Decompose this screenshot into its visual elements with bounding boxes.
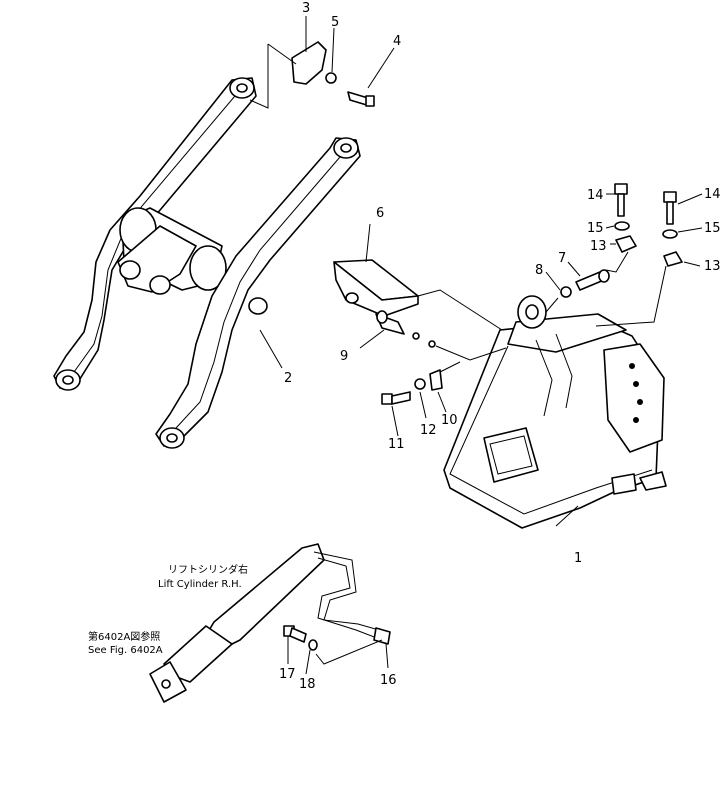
clip-bolt-group-right <box>595 183 683 327</box>
callout-12: 12 <box>420 423 437 438</box>
callout-14-right: 14 <box>704 187 721 202</box>
callout-14-left: 14 <box>587 188 604 203</box>
callout-15-right: 15 <box>704 221 721 236</box>
captions: リフトシリンダ右 Lift Cylinder R.H. 第6402A図参照 Se… <box>88 563 248 656</box>
clip-bolt-group-left <box>381 361 461 405</box>
caption-lift-cylinder-jp: リフトシリンダ右 <box>168 563 248 576</box>
callout-15-left: 15 <box>587 221 604 236</box>
lift-arm-assembly <box>53 77 361 449</box>
caption-see-fig-en: See Fig. 6402A <box>88 645 163 656</box>
callout-4: 4 <box>393 34 401 49</box>
caption-lift-cylinder-en: Lift Cylinder R.H. <box>158 579 242 590</box>
callout-11: 11 <box>388 437 405 452</box>
callout-13-upper: 13 <box>590 239 607 254</box>
loader-frame <box>443 295 667 529</box>
pin-retainer-group <box>249 41 375 109</box>
callout-1: 1 <box>574 551 582 566</box>
pin-group <box>545 269 610 313</box>
lift-cylinder-rh <box>149 543 391 703</box>
callout-8: 8 <box>535 263 543 278</box>
callout-5: 5 <box>331 15 339 30</box>
callout-13-lower: 13 <box>704 259 721 274</box>
callout-6: 6 <box>376 206 384 221</box>
hose-bracket-group <box>333 259 507 361</box>
callout-3: 3 <box>302 1 310 16</box>
callout-numbers: 1 2 3 4 5 6 7 8 9 10 11 12 13 13 14 14 1… <box>279 1 721 692</box>
callout-9: 9 <box>340 349 348 364</box>
callout-10: 10 <box>441 413 458 428</box>
callout-18: 18 <box>299 677 316 692</box>
callout-7: 7 <box>558 251 566 266</box>
leader-lines <box>259 16 703 675</box>
callout-17: 17 <box>279 667 296 682</box>
callout-16: 16 <box>380 673 397 688</box>
callout-2: 2 <box>284 371 292 386</box>
caption-see-fig-jp: 第6402A図参照 <box>88 630 160 643</box>
